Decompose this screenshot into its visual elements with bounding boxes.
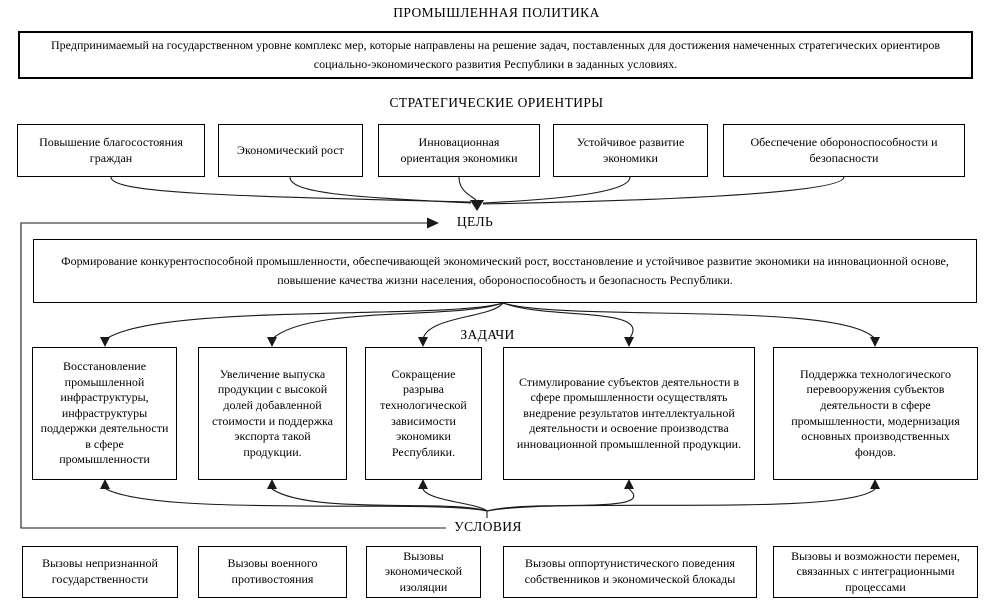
strategy-box-defense-security-label: Обеспечение обороноспособности и безопас…	[750, 134, 938, 165]
task-box-output-export-label: Увеличение выпуска продукции с высокой д…	[211, 366, 334, 459]
arrow-strategy3-to-goal	[458, 176, 477, 201]
task-box-innovation-adoption-label: Стимулирование субъектов деятельности в …	[516, 374, 742, 451]
condition-box-military-confrontation-label: Вызовы военного противостояния	[227, 556, 318, 586]
task-box-tech-dependence-label: Сокращение разрыва технологической завис…	[380, 366, 467, 459]
condition-box-unrecognized-statehood: Вызовы непризнанной государственности	[22, 546, 178, 598]
task5-arrowhead-icon	[870, 337, 880, 347]
task-box-innovation-adoption: Стимулирование субъектов деятельности в …	[503, 347, 755, 480]
arrow-strategy4-to-goal	[482, 176, 631, 204]
arrow-strategy5-to-goal	[482, 176, 845, 205]
task4-bottom-arrowhead-icon	[624, 479, 634, 489]
condition-box-economic-isolation: Вызовы экономической изоляции	[366, 546, 481, 598]
arrow-goal-to-task1	[105, 302, 504, 340]
goal-text: Формирование конкурентоспособной промышл…	[61, 254, 949, 287]
task-box-output-export: Увеличение выпуска продукции с высокой д…	[198, 347, 347, 480]
task3-arrowhead-icon	[418, 337, 428, 347]
strategy-box-welfare-label: Повышение благосостояния граждан	[39, 134, 183, 165]
task1-bottom-arrowhead-icon	[100, 479, 110, 489]
task2-bottom-arrowhead-icon	[267, 479, 277, 489]
task3-bottom-arrowhead-icon	[418, 479, 428, 489]
arrow-strategy1-to-goal	[110, 176, 472, 203]
arrow-conditions-to-task5	[486, 488, 876, 512]
arrow-conditions-to-task2	[271, 488, 488, 512]
task1-arrowhead-icon	[100, 337, 110, 347]
task4-arrowhead-icon	[624, 337, 634, 347]
condition-box-integration-processes: Вызовы и возможности перемен, связанных …	[773, 546, 978, 598]
condition-box-opportunistic-behavior: Вызовы оппортунистического поведения соб…	[503, 546, 757, 598]
strategy-box-economic-growth: Экономический рост	[218, 124, 363, 177]
task5-bottom-arrowhead-icon	[870, 479, 880, 489]
goal-box: Формирование конкурентоспособной промышл…	[33, 239, 977, 303]
arrow-goal-to-task5	[502, 302, 876, 340]
condition-box-unrecognized-statehood-label: Вызовы непризнанной государственности	[42, 556, 158, 586]
condition-box-integration-processes-label: Вызовы и возможности перемен, связанных …	[791, 548, 960, 594]
diagram-title: ПРОМЫШЛЕННАЯ ПОЛИТИКА	[393, 5, 600, 20]
strategy-box-economic-growth-label: Экономический рост	[237, 142, 344, 157]
condition-box-military-confrontation: Вызовы военного противостояния	[198, 546, 347, 598]
task-box-infrastructure: Восстановление промышленной инфраструкту…	[32, 347, 177, 480]
goal-convergence-arrowhead-icon	[470, 200, 484, 211]
strategy-box-defense-security: Обеспечение обороноспособности и безопас…	[723, 124, 965, 177]
strategy-box-sustainable-development: Устойчивое развитие экономики	[553, 124, 708, 177]
arrow-conditions-to-task1	[105, 488, 488, 512]
strategy-box-welfare: Повышение благосостояния граждан	[17, 124, 205, 177]
definition-text: Предпринимаемый на государственном уровн…	[51, 38, 940, 71]
definition-box: Предпринимаемый на государственном уровн…	[18, 31, 973, 79]
task-box-modernization-label: Поддержка технологического перевооружени…	[791, 366, 960, 459]
strategy-box-innovation-label: Инновационная ориентация экономики	[400, 134, 518, 165]
condition-box-opportunistic-behavior-label: Вызовы оппортунистического поведения соб…	[524, 556, 736, 586]
conditions-label: УСЛОВИЯ	[454, 519, 522, 534]
condition-box-economic-isolation-label: Вызовы экономической изоляции	[384, 548, 463, 594]
task-box-modernization: Поддержка технологического перевооружени…	[773, 347, 978, 480]
arrow-conditions-to-task3	[422, 488, 488, 512]
arrow-conditions-to-task4	[486, 488, 635, 512]
task-box-tech-dependence: Сокращение разрыва технологической завис…	[365, 347, 482, 480]
task2-arrowhead-icon	[267, 337, 277, 347]
strategy-box-innovation: Инновационная ориентация экономики	[378, 124, 540, 177]
strategic-orientations-heading: СТРАТЕГИЧЕСКИЕ ОРИЕНТИРЫ	[389, 95, 604, 110]
task-box-infrastructure-label: Восстановление промышленной инфраструкту…	[40, 358, 169, 467]
tasks-label: ЗАДАЧИ	[460, 327, 515, 342]
goal-label: ЦЕЛЬ	[456, 214, 494, 229]
arrow-strategy2-to-goal	[289, 176, 472, 204]
strategy-box-sustainable-development-label: Устойчивое развитие экономики	[576, 134, 685, 165]
